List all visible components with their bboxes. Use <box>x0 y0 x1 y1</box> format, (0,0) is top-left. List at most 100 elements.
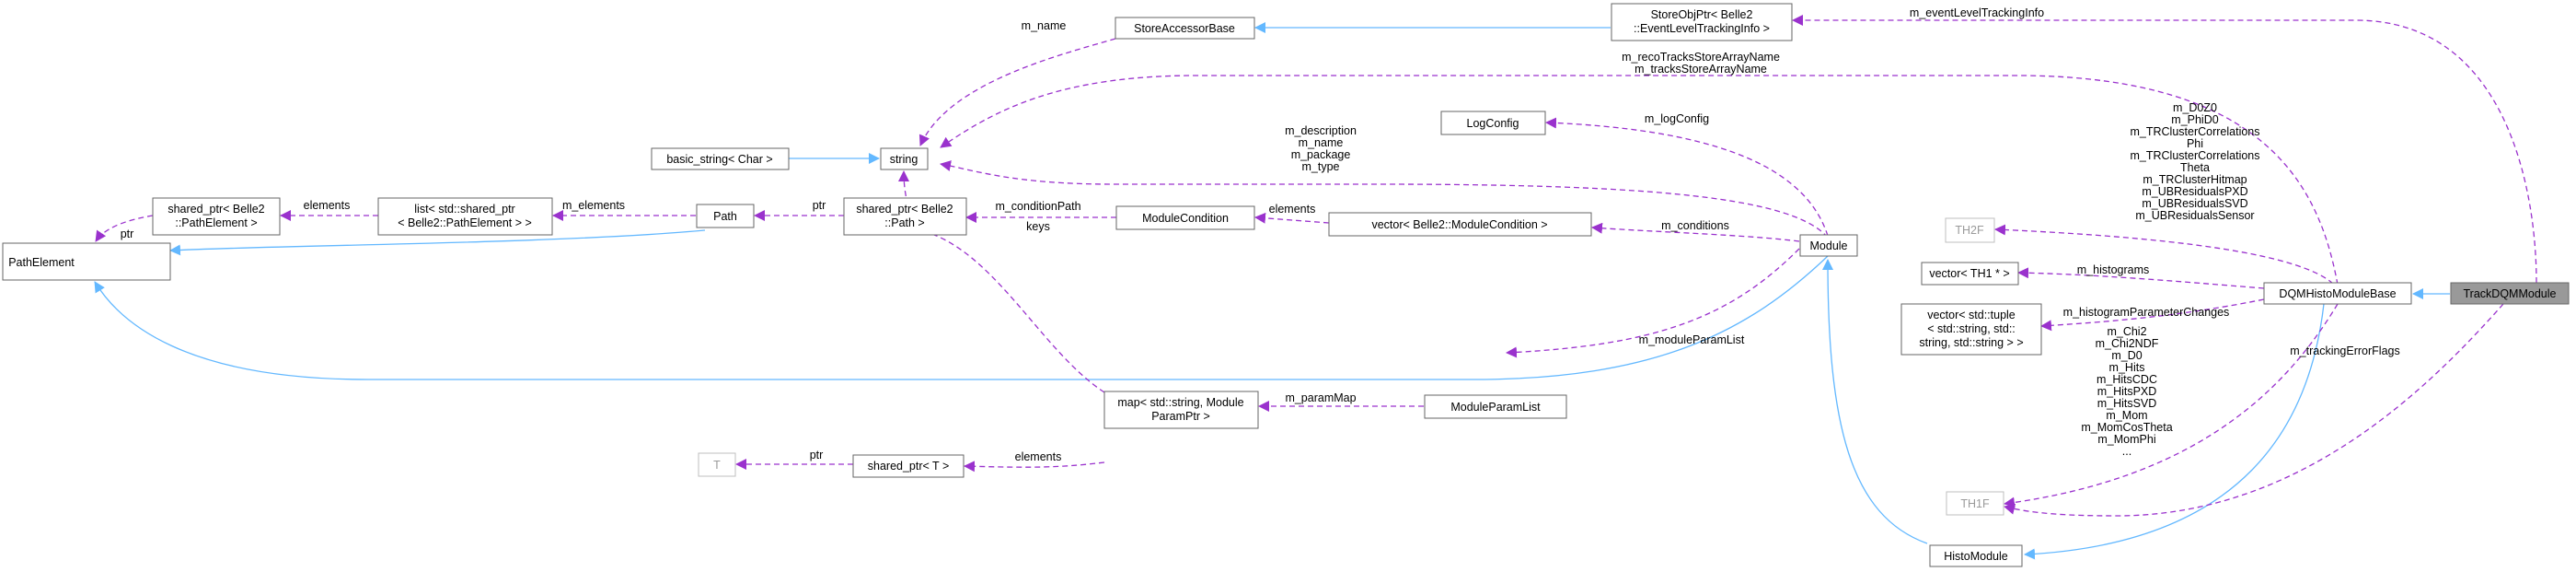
node-module-param-list[interactable]: ModuleParamList <box>1424 394 1567 419</box>
edge-accessor-name <box>918 38 1116 146</box>
node-label: string <box>890 153 918 166</box>
node-path[interactable]: Path <box>696 204 755 228</box>
text-line: m_HitsCDC <box>2097 373 2157 386</box>
node-basic-string[interactable]: basic_string< Char > <box>651 147 790 170</box>
edge-module-param-list <box>1506 248 1800 358</box>
text-line: m_eventLevelTrackingInfo <box>1910 6 2044 19</box>
text-line: m_name <box>1299 136 1344 149</box>
text-line: m_conditions <box>1661 219 1729 232</box>
text-line: m_trackingErrorFlags <box>2290 344 2399 357</box>
node-label: LogConfig <box>1467 117 1519 130</box>
node-string[interactable]: string <box>880 147 929 170</box>
node-store-accessor-base[interactable]: StoreAccessorBase <box>1115 17 1255 40</box>
edge-tracking-error-flags <box>2004 303 2504 517</box>
text-line: basic_string< Char > <box>666 153 772 166</box>
text-line: Module <box>1810 239 1848 252</box>
edge-condition-elements <box>1254 212 1330 224</box>
text-line: m_TRClusterCorrelations <box>2130 125 2259 138</box>
node-dqm-histo-module-base[interactable]: DQMHistoModuleBase <box>2263 282 2412 305</box>
text-line: m_recoTracksStoreArrayName <box>1622 51 1780 64</box>
text-line: < std::string, std:: <box>1927 322 2016 335</box>
edge-label-condition-elements: elements <box>1269 203 1316 216</box>
text-line: list< std::shared_ptr <box>414 203 514 216</box>
edge-label-map-keys: keys <box>1026 220 1050 233</box>
text-line: StoreAccessorBase <box>1134 22 1235 35</box>
node-shared-ptr-path-element[interactable]: shared_ptr< Belle2::PathElement > <box>152 197 281 236</box>
text-line: keys <box>1026 220 1050 233</box>
text-line: Path <box>713 210 737 223</box>
text-line: vector< TH1 * > <box>1929 267 2009 280</box>
text-line: m_Chi2 <box>2107 325 2146 338</box>
text-line: m_MomPhi <box>2097 433 2155 446</box>
node-module[interactable]: Module <box>1799 234 1858 257</box>
text-line: ::PathElement > <box>175 216 257 229</box>
edge-log-config <box>1545 117 1829 237</box>
node-label: shared_ptr< T > <box>868 460 950 473</box>
node-histo-module[interactable]: HistoModule <box>1929 544 2023 567</box>
text-line: m_MomCosTheta <box>2081 421 2172 434</box>
node-track-dqm-module[interactable]: TrackDQMModule <box>2450 282 2570 305</box>
text-line: m_D0Z0 <box>2173 101 2217 114</box>
edge-reco-tracks-names <box>940 75 2339 286</box>
node-log-config[interactable]: LogConfig <box>1440 111 1546 135</box>
node-th1f[interactable]: TH1F <box>1946 491 2004 516</box>
edge-histograms <box>2017 267 2265 289</box>
text-line: vector< Belle2::ModuleCondition > <box>1371 218 1547 231</box>
node-shared-ptr-t[interactable]: shared_ptr< T > <box>852 454 965 478</box>
node-label: vector< std::tuple< std::string, std::st… <box>1919 309 2023 349</box>
text-line: ptr <box>121 228 134 240</box>
text-line: shared_ptr< Belle2 <box>856 203 953 216</box>
edge-label-tracking-error-flags: m_trackingErrorFlags <box>2290 344 2399 357</box>
text-line: m_description <box>1285 124 1357 137</box>
text-line: ParamPtr > <box>1151 410 1210 423</box>
edge-th1f-members <box>2004 303 2339 508</box>
text-line: ptr <box>810 449 824 461</box>
text-line: m_name <box>1022 19 1067 32</box>
node-module-condition[interactable]: ModuleCondition <box>1115 205 1255 230</box>
text-line: elements <box>304 199 351 212</box>
text-line: m_PhiD0 <box>2171 113 2218 126</box>
text-line: ... <box>2122 445 2131 458</box>
edge-histo-to-module <box>1822 259 1928 544</box>
node-label: TrackDQMModule <box>2464 287 2557 300</box>
node-th2f[interactable]: TH2F <box>1945 217 1995 243</box>
text-line: StoreObjPtr< Belle2 <box>1651 8 1753 21</box>
text-line: string <box>890 153 918 166</box>
node-vector-tuple[interactable]: vector< std::tuple< std::string, std::st… <box>1900 303 2042 356</box>
node-label: shared_ptr< Belle2::PathElement > <box>167 203 264 229</box>
text-line: HistoModule <box>1944 550 2008 563</box>
text-line: m_conditionPath <box>995 200 1080 213</box>
node-label: vector< TH1 * > <box>1929 267 2009 280</box>
text-line: ModuleCondition <box>1142 212 1229 225</box>
edge-label-conditions: m_conditions <box>1661 219 1729 232</box>
text-line: shared_ptr< Belle2 <box>167 203 264 216</box>
node-t[interactable]: T <box>698 452 736 477</box>
node-label: T <box>713 459 721 472</box>
text-line: string, std::string > > <box>1919 336 2023 349</box>
text-line: m_TRClusterHitmap <box>2143 173 2247 186</box>
edge-label-histograms: m_histograms <box>2077 263 2150 276</box>
text-line: shared_ptr< T > <box>868 460 950 473</box>
edge-label-log-config: m_logConfig <box>1645 112 1709 125</box>
edge-label-path-element-ptr: ptr <box>121 228 134 240</box>
edge-label-condition-path: m_conditionPath <box>995 200 1080 213</box>
node-path-element[interactable]: PathElement <box>2 242 171 281</box>
text-line: m_elements <box>562 199 625 212</box>
node-label: Path <box>713 210 737 223</box>
node-vector-th1[interactable]: vector< TH1 * > <box>1921 262 2019 286</box>
text-line: LogConfig <box>1467 117 1519 130</box>
edge-labels: m_eventLevelTrackingInfo m_recoTracksSto… <box>121 6 2400 463</box>
node-label: StoreAccessorBase <box>1134 22 1235 35</box>
node-list-shared-ptr[interactable]: list< std::shared_ptr< Belle2::PathEleme… <box>377 197 553 236</box>
node-shared-ptr-path[interactable]: shared_ptr< Belle2::Path > <box>843 197 967 236</box>
node-store-obj-ptr[interactable]: StoreObjPtr< Belle2::EventLevelTrackingI… <box>1611 3 1793 41</box>
node-label: TH2F <box>1955 224 1984 237</box>
node-label: PathElement <box>8 256 75 269</box>
node-label: ModuleCondition <box>1142 212 1229 225</box>
text-line: TH1F <box>1960 497 1990 510</box>
text-line: m_paramMap <box>1285 391 1356 404</box>
node-vector-module-condition[interactable]: vector< Belle2::ModuleCondition > <box>1328 212 1592 237</box>
